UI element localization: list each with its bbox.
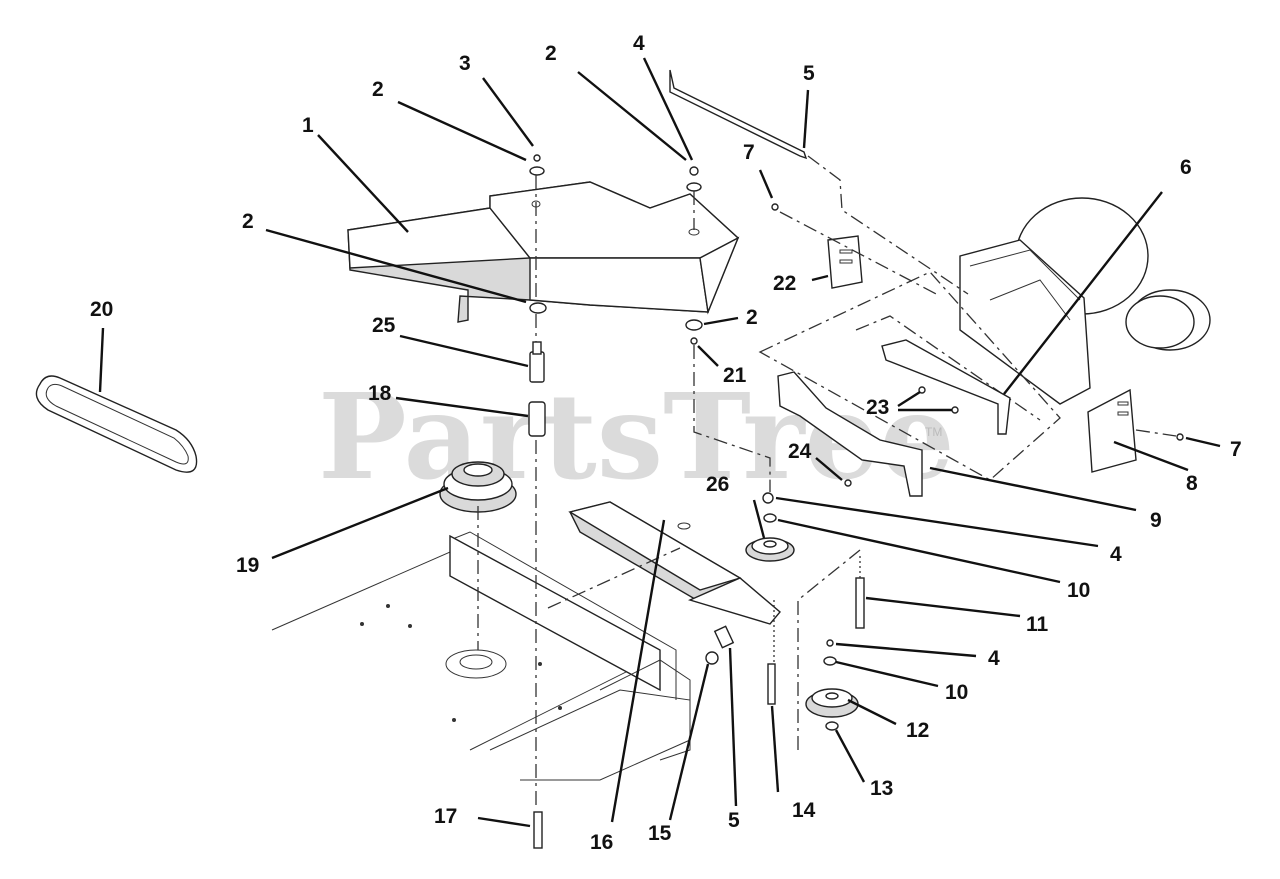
watermark-trademark: TM: [925, 425, 942, 439]
callout-8[interactable]: 8: [1186, 472, 1198, 495]
screw-24[interactable]: [844, 479, 852, 487]
callout-12[interactable]: 12: [906, 719, 929, 742]
callout-6[interactable]: 6: [1180, 156, 1192, 179]
bushing-18[interactable]: [528, 401, 546, 437]
callout-9[interactable]: 9: [1150, 509, 1162, 532]
callout-19[interactable]: 19: [236, 554, 259, 577]
nut-washer-26[interactable]: [762, 492, 777, 523]
callout-14[interactable]: 14: [792, 799, 816, 822]
drive-belt[interactable]: [35, 375, 198, 473]
callout-2b[interactable]: 2: [545, 42, 557, 65]
callout-1[interactable]: 1: [302, 114, 314, 137]
pulley-26[interactable]: [745, 537, 795, 562]
callout-16[interactable]: 16: [590, 831, 613, 854]
screw-23a[interactable]: [918, 386, 926, 394]
engine: [959, 197, 1211, 405]
spacer-5-lower[interactable]: [713, 625, 735, 649]
callout-10a[interactable]: 10: [1067, 579, 1090, 602]
washer-top-left[interactable]: [529, 154, 545, 176]
callout-21[interactable]: 21: [723, 364, 747, 387]
callout-26[interactable]: 26: [706, 473, 729, 496]
spacer-25[interactable]: [529, 341, 545, 383]
bracket-22[interactable]: [827, 235, 863, 289]
callout-17[interactable]: 17: [434, 805, 457, 828]
idler-bracket[interactable]: [568, 501, 781, 625]
callout-20[interactable]: 20: [90, 298, 113, 321]
callout-18[interactable]: 18: [368, 382, 392, 405]
belt-guard-shield[interactable]: [347, 181, 740, 323]
callout-4a[interactable]: 4: [633, 32, 645, 55]
bolt-17[interactable]: [533, 811, 543, 849]
bolt-14[interactable]: [767, 663, 776, 705]
screw-7-top[interactable]: [771, 203, 779, 211]
plate-8[interactable]: [1087, 388, 1137, 473]
callout-5b[interactable]: 5: [728, 809, 740, 832]
washer-13[interactable]: [825, 721, 839, 731]
callout-2a[interactable]: 2: [372, 78, 384, 101]
callout-11[interactable]: 11: [1026, 613, 1049, 636]
engine-mount-outline: [758, 271, 1061, 481]
screw-23b[interactable]: [951, 406, 959, 414]
screw-7-right[interactable]: [1176, 433, 1184, 441]
callout-5a[interactable]: 5: [803, 62, 815, 85]
bracket-9[interactable]: [777, 371, 923, 497]
callout-10b[interactable]: 10: [945, 681, 968, 704]
callout-2c[interactable]: 2: [242, 210, 254, 233]
washer-under-shield-left[interactable]: [529, 302, 547, 314]
callout-22[interactable]: 22: [773, 272, 796, 295]
callout-25[interactable]: 25: [372, 314, 396, 337]
callout-13[interactable]: 13: [870, 777, 893, 800]
pulley-19[interactable]: [439, 461, 517, 513]
callout-24[interactable]: 24: [788, 440, 812, 463]
mower-deck-frame: [271, 531, 691, 781]
callout-7b[interactable]: 7: [1230, 438, 1242, 461]
callout-3[interactable]: 3: [459, 52, 471, 75]
washer-under-shield-right[interactable]: [685, 319, 703, 345]
callout-7a[interactable]: 7: [743, 141, 755, 164]
callout-15[interactable]: 15: [648, 822, 672, 845]
bolt-11[interactable]: [855, 577, 865, 629]
leader-lines: [98, 57, 1221, 828]
callout-4c[interactable]: 4: [988, 647, 1000, 670]
rod-5[interactable]: [669, 69, 808, 160]
bracket-6[interactable]: [881, 339, 1011, 435]
pulley-12[interactable]: [805, 688, 859, 718]
callout-labels: 1 2 3 2 4 5 7 6 2 22 2 20 25 21 18 23 7 …: [90, 32, 1242, 854]
nut-washer-12[interactable]: [823, 639, 837, 666]
washer-top-right[interactable]: [686, 166, 702, 192]
callout-23[interactable]: 23: [866, 396, 889, 419]
callout-4b[interactable]: 4: [1110, 543, 1122, 566]
grease-fitting-15[interactable]: [705, 651, 719, 665]
callout-2d[interactable]: 2: [746, 306, 758, 329]
